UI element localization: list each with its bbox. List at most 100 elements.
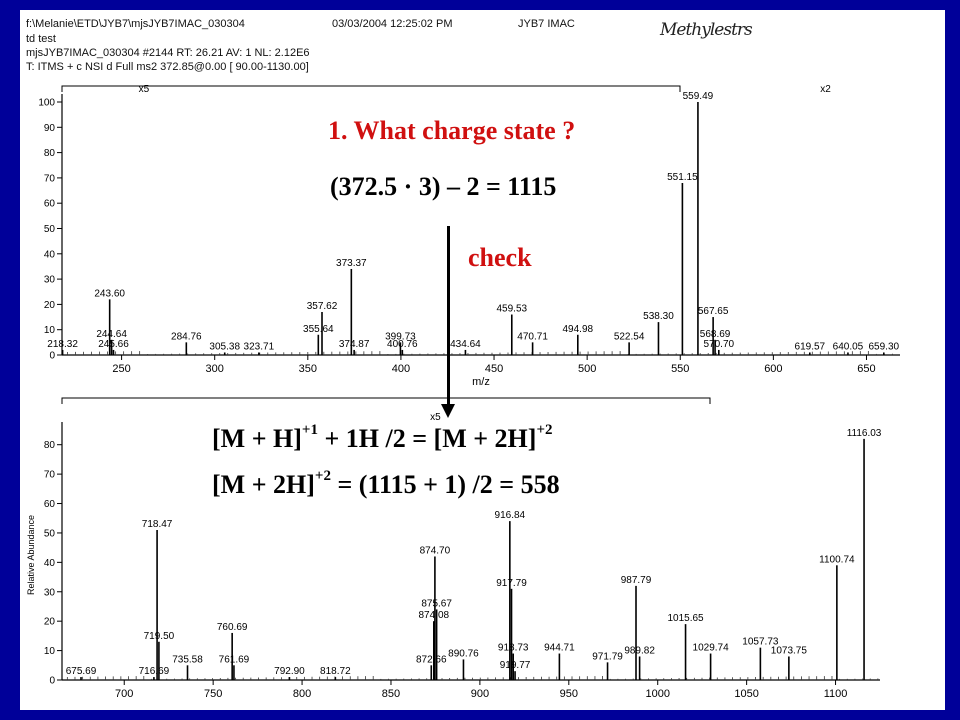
top-peak-label: 357.62 [307,301,338,312]
top-peak-label: 459.53 [496,304,527,315]
charge-equation-1: [M + H]+1 + 1H /2 = [M + 2H]+2 [212,422,553,454]
top-zoom-label: x2 [820,84,831,95]
top-x-tick-label: 400 [392,363,410,375]
top-peak-label: 323.71 [244,341,275,352]
top-peak-label: 640.05 [833,341,864,352]
bottom-x-tick-label: 900 [471,688,489,700]
bottom-y-axis-title: Relative Abundance [26,515,36,595]
bottom-x-tick-label: 1100 [824,688,848,700]
bottom-x-tick-label: 850 [382,688,400,700]
eq2-part-b: = (1115 + 1) /2 = 558 [330,470,560,499]
bottom-peak-label: 916.84 [495,510,526,521]
bottom-x-tick-label: 950 [560,688,578,700]
eq1-superscript-2: +2 [536,422,553,438]
bottom-x-tick-label: 800 [293,688,311,700]
top-peak-label: 551.15 [667,172,698,183]
bottom-peak-label: 761.69 [219,654,250,665]
bottom-peak-label: 792.90 [274,666,305,677]
top-x-tick-label: 600 [764,363,782,375]
bottom-y-tick-label: 50 [44,528,56,539]
bottom-peak-label: 872.66 [416,654,447,665]
bottom-y-tick-label: 30 [44,587,56,598]
check-arrow-head [441,404,455,418]
top-x-tick-label: 650 [857,363,875,375]
handwritten-note: Methylestrs [660,20,753,40]
top-peak-label: 570.70 [704,339,735,350]
top-peak-label: 494.98 [563,324,594,335]
bottom-y-tick-label: 60 [44,499,56,510]
top-peak-label: 245.66 [98,339,129,350]
bottom-peak-label: 918.73 [498,643,529,654]
bottom-y-tick-label: 80 [44,440,56,451]
bottom-x-tick-label: 750 [204,688,222,700]
top-peak-label: 244.64 [96,329,127,340]
top-x-tick-label: 500 [578,363,596,375]
top-peak-label: 434.64 [450,339,481,350]
bottom-y-tick-label: 70 [44,470,56,481]
bottom-peak-label: 760.69 [217,622,248,633]
bottom-peak-label: 675.69 [66,666,97,677]
top-peak-label: 218.32 [47,339,78,350]
top-x-tick-label: 250 [112,363,130,375]
top-x-tick-label: 350 [299,363,317,375]
check-arrow [447,226,450,406]
eq2-part-a: [M + 2H] [212,470,315,499]
charge-state-question: 1. What charge state ? [328,116,576,145]
top-y-tick-label: 0 [49,351,55,362]
scan-info: mjsJYB7IMAC_030304 #2144 RT: 26.21 AV: 1… [26,47,310,59]
top-y-tick-label: 60 [44,199,56,210]
bottom-x-tick-label: 1050 [734,688,758,700]
top-y-tick-label: 30 [44,275,56,286]
bottom-peak-label: 874.70 [420,545,451,556]
bottom-peak-label: 1100.74 [819,554,855,565]
top-peak-label: 659.30 [869,341,900,352]
top-peak-label: 538.30 [643,311,674,322]
bottom-x-tick-label: 700 [115,688,133,700]
acquisition-datetime: 03/03/2004 12:25:02 PM [332,18,453,30]
eq1-part-a: [M + H] [212,424,302,453]
bottom-y-tick-label: 10 [44,646,56,657]
bottom-peak-label: 917.79 [496,578,527,589]
top-peak-label: 567.65 [698,306,729,317]
bottom-y-tick-label: 40 [44,558,56,569]
top-peak-label: 305.38 [209,341,240,352]
top-peak-label: 559.49 [683,91,714,102]
bottom-peak-label: 718.47 [142,519,173,530]
bottom-peak-label: 875.67 [421,598,452,609]
top-zoom-label: x5 [139,84,150,95]
top-zoom-bracket [61,85,681,92]
bottom-peak-label: 1116.03 [847,428,882,439]
bottom-peak-label: 1029.74 [693,643,730,654]
top-peak-label: 568.69 [700,329,731,340]
top-y-tick-label: 50 [44,224,56,235]
header-note: td test [26,33,56,45]
bottom-zoom-label: x5 [430,412,441,423]
bottom-y-tick-label: 20 [44,617,56,628]
top-y-tick-label: 10 [44,325,56,336]
bottom-peak-label: 971.79 [592,651,623,662]
top-peak-label: 522.54 [614,331,645,342]
top-x-tick-label: 450 [485,363,503,375]
charge-equation-2: [M + 2H]+2 = (1115 + 1) /2 = 558 [212,468,560,500]
bottom-peak-label: 1073.75 [771,645,808,656]
top-peak-label: 619.57 [795,341,826,352]
eq1-part-b: + 1H /2 = [M + 2H] [317,424,537,453]
top-peak-label: 470.71 [517,331,548,342]
top-peak-label: 374.87 [339,339,370,350]
bottom-peak-label: 1057.73 [742,637,779,648]
top-x-tick-label: 550 [671,363,689,375]
bottom-peak-label: 874.08 [419,610,450,621]
top-y-tick-label: 70 [44,173,56,184]
bottom-peak-label: 716.69 [139,666,170,677]
bottom-peak-label: 944.71 [544,643,575,654]
top-y-tick-label: 20 [44,300,56,311]
eq1-superscript-1: +1 [301,422,318,438]
top-y-tick-label: 80 [44,148,56,159]
bottom-peak-label: 919.77 [500,660,531,671]
bottom-peak-label: 735.58 [172,654,203,665]
top-peak-label: 400.76 [387,339,418,350]
top-peak-label: 284.76 [171,331,202,342]
scan-filter: T: ITMS + c NSI d Full ms2 372.85@0.00 [… [26,61,309,73]
eq2-superscript: +2 [314,468,331,484]
